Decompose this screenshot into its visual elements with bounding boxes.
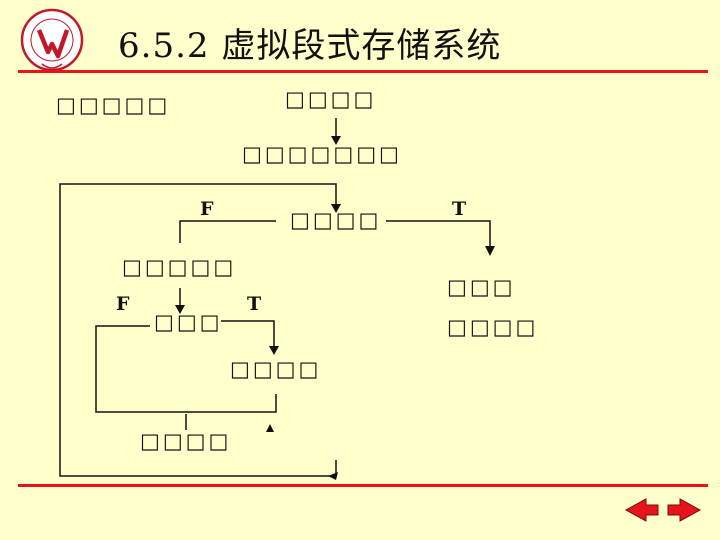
title-divider xyxy=(18,70,708,73)
branch-label-check1-false: F xyxy=(200,198,214,220)
execute-node: □□□□ xyxy=(230,357,322,381)
branch-label-check2-true: T xyxy=(247,293,262,315)
arrow-left-icon xyxy=(624,498,659,522)
arrowhead-mid xyxy=(266,424,274,432)
start-node: □□□□ xyxy=(285,87,377,111)
arrowhead-result1 xyxy=(485,246,495,256)
decision-node-2: □□□ xyxy=(154,310,223,334)
connector-check1-true xyxy=(386,220,491,246)
arrow-right-icon xyxy=(667,498,702,522)
branch-label-check2-false: F xyxy=(116,293,130,315)
arrowhead-exec xyxy=(269,346,279,355)
side-note: □□□□□ xyxy=(56,93,171,117)
lookup-node: □□□□□□□ xyxy=(242,142,402,166)
arrowhead-lookup xyxy=(331,136,341,145)
bottom-node: □□□□ xyxy=(140,429,232,453)
arrowhead-check2 xyxy=(175,305,185,314)
connector-check1-false xyxy=(179,220,276,243)
prev-slide-button[interactable] xyxy=(624,497,660,523)
fault-node: □□□□□ xyxy=(122,255,237,279)
decision-node-1: □□□□ xyxy=(290,208,382,232)
connector-loop-inner xyxy=(95,325,277,413)
slide-title: 6.5.2 虚拟段式存储系统 xyxy=(118,26,502,66)
arrowhead-check1 xyxy=(331,204,341,213)
university-logo xyxy=(20,8,84,72)
connector-check2-true xyxy=(221,320,275,347)
result-node-1: □□□ xyxy=(447,275,516,299)
branch-label-check1-true: T xyxy=(452,198,467,220)
arrowhead-bottom xyxy=(328,472,338,480)
next-slide-button[interactable] xyxy=(666,497,702,523)
result-node-2: □□□□ xyxy=(447,315,539,339)
footer-divider xyxy=(18,484,708,487)
